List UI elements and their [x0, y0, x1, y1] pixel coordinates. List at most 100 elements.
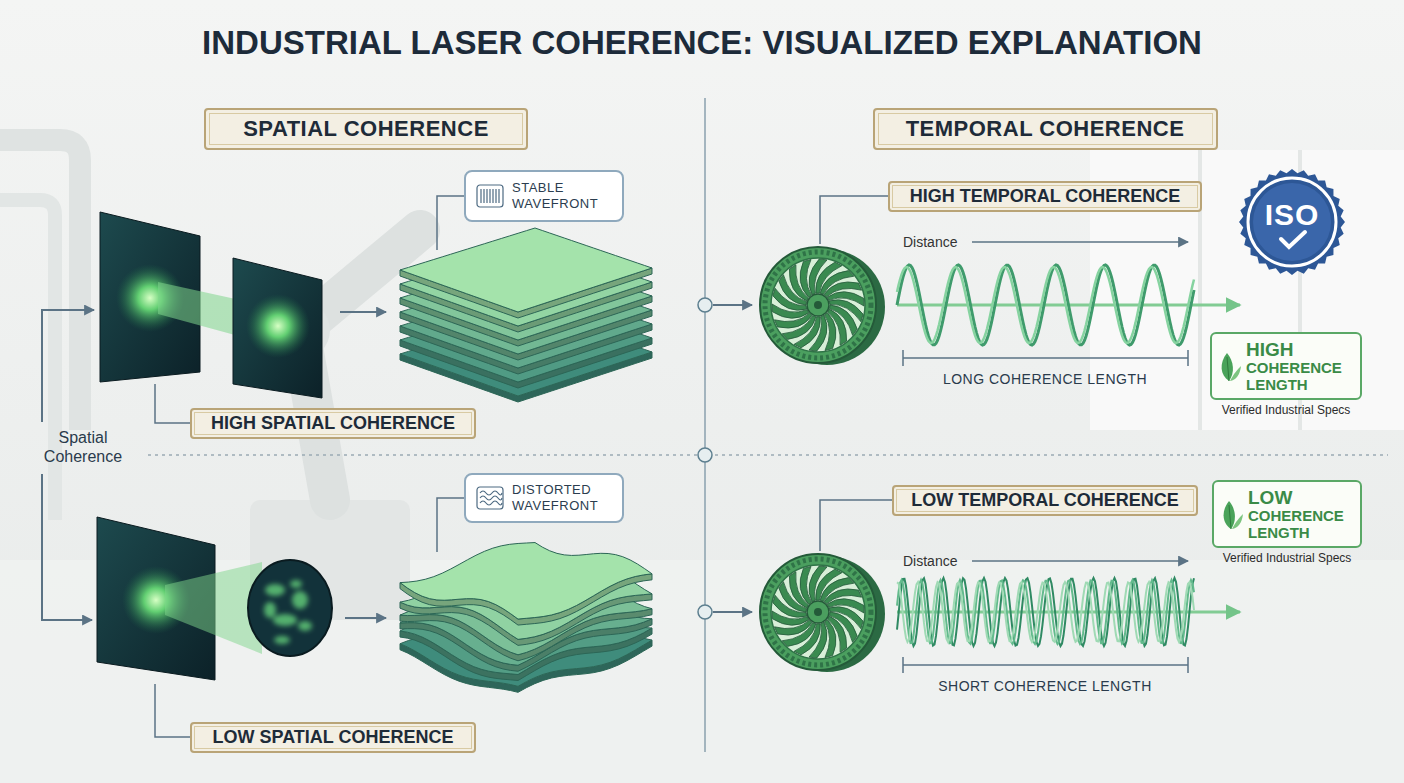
speckle-pattern [290, 580, 302, 588]
fan-wheel [771, 258, 865, 352]
generated-art [400, 228, 1194, 692]
light-wave [897, 267, 1194, 343]
side-label: Spatial Coherence [28, 428, 138, 466]
background [0, 140, 80, 430]
wavefront-icon [483, 189, 484, 203]
background [0, 200, 55, 520]
wavefront-stack [400, 228, 652, 312]
callout-text: STABLE WAVEFRONT [512, 180, 610, 213]
wavefront-icon [495, 189, 496, 203]
flow-arrow [42, 310, 94, 422]
badge-caption: Verified Industrial Specs [1222, 403, 1351, 417]
wavefront-icon [480, 501, 502, 505]
leaf-icon [1230, 366, 1241, 381]
section-header: SPATIAL COHERENCE [204, 108, 528, 150]
wavefront-icon [476, 486, 504, 510]
tag-text: LOW TEMPORAL COHERENCE [911, 490, 1179, 511]
laser-screen [97, 517, 332, 680]
label-tag: HIGH TEMPORAL COHERENCE [888, 181, 1202, 212]
flow-arrow [42, 305, 752, 620]
section-header: TEMPORAL COHERENCE [873, 108, 1218, 150]
speckle-pattern [273, 614, 297, 626]
speckle-pattern [264, 580, 312, 644]
length-bracket [903, 350, 1188, 366]
wavefront-icon [492, 189, 493, 203]
label-tag: HIGH SPATIAL COHERENCE [190, 408, 476, 439]
callout-box: DISTORTED WAVEFRONT [464, 473, 624, 523]
badge-text: LOW COHERENCE LENGTH [1248, 487, 1352, 542]
leaf-icon [1224, 501, 1235, 529]
light-wave [897, 265, 1194, 345]
fan-wheel [807, 601, 829, 623]
flow-arrow [42, 474, 92, 620]
wavefront-stack [400, 543, 652, 693]
dimension-label: SHORT COHERENCE LENGTH [938, 678, 1152, 694]
leaf-icon [1229, 505, 1231, 529]
leaf-icon [1222, 353, 1233, 381]
header-text: TEMPORAL COHERENCE [906, 116, 1185, 142]
laser-screen [248, 560, 332, 656]
tag-text: HIGH SPATIAL COHERENCE [211, 413, 455, 434]
divider [704, 98, 706, 752]
wavefront-icon [476, 184, 504, 208]
wavefront-icon [480, 491, 502, 495]
spec-badge: LOW COHERENCE LENGTHVerified Industrial … [1212, 480, 1362, 549]
iso-seal: ISO [1239, 169, 1345, 275]
seal-text: ISO [1265, 198, 1320, 232]
fan-wheel [807, 294, 829, 316]
laser-screen [100, 212, 322, 398]
leaf-icon [1216, 349, 1242, 383]
wavefront-icon [477, 487, 503, 509]
beam-arrow [897, 305, 1240, 612]
label-tag: LOW SPATIAL COHERENCE [190, 722, 476, 753]
wavefront-icon [498, 189, 499, 203]
flow-arrow [340, 311, 386, 313]
seal-graphic [1248, 178, 1336, 266]
distance-arrow [972, 560, 1188, 562]
light-wave [897, 580, 1194, 644]
distance-arrow [972, 241, 1188, 243]
badge-text: HIGH COHERENCE LENGTH [1246, 339, 1350, 394]
divider [698, 448, 712, 462]
length-bracket [903, 657, 1188, 673]
fan-wheel [829, 300, 863, 322]
seal-graphic [1281, 232, 1305, 247]
dimension-label: LONG COHERENCE LENGTH [943, 371, 1147, 387]
page-title: INDUSTRIAL LASER COHERENCE: VISUALIZED E… [0, 24, 1404, 62]
fan-wheel [765, 559, 871, 665]
leader-line [155, 196, 899, 737]
divider [148, 454, 1388, 456]
fan-wheel [814, 608, 822, 616]
speckle-pattern [298, 621, 312, 631]
callout-text: DISTORTED WAVEFRONT [512, 482, 610, 515]
tag-text: HIGH TEMPORAL COHERENCE [910, 186, 1181, 207]
spec-badge: HIGH COHERENCE LENGTHVerified Industrial… [1210, 332, 1362, 401]
wavefront-icon [486, 189, 487, 203]
wavefront-icon [489, 189, 490, 203]
wavefront-stack [400, 228, 652, 402]
callout-box: STABLE WAVEFRONT [464, 170, 624, 222]
flow-arrow [713, 611, 752, 613]
seal-graphic [1239, 169, 1345, 275]
badge-caption: Verified Industrial Specs [1223, 551, 1352, 565]
label-tag: LOW TEMPORAL COHERENCE [892, 485, 1198, 516]
tag-text: LOW SPATIAL COHERENCE [212, 727, 453, 748]
fan-wheel [814, 301, 822, 309]
speckle-pattern [274, 636, 290, 644]
fan-wheel [760, 554, 885, 672]
speckle-pattern [292, 591, 308, 609]
fan-wheel [829, 607, 863, 629]
fan-wheel [771, 565, 865, 659]
axis-label: Distance [903, 553, 957, 569]
speckle-pattern [265, 584, 285, 596]
light-wave [897, 578, 1194, 646]
laser-screen [233, 258, 322, 398]
header-text: SPATIAL COHERENCE [243, 116, 489, 142]
leader-line [820, 196, 894, 244]
wavefront-icon [480, 189, 481, 203]
flow-arrow [345, 617, 386, 619]
